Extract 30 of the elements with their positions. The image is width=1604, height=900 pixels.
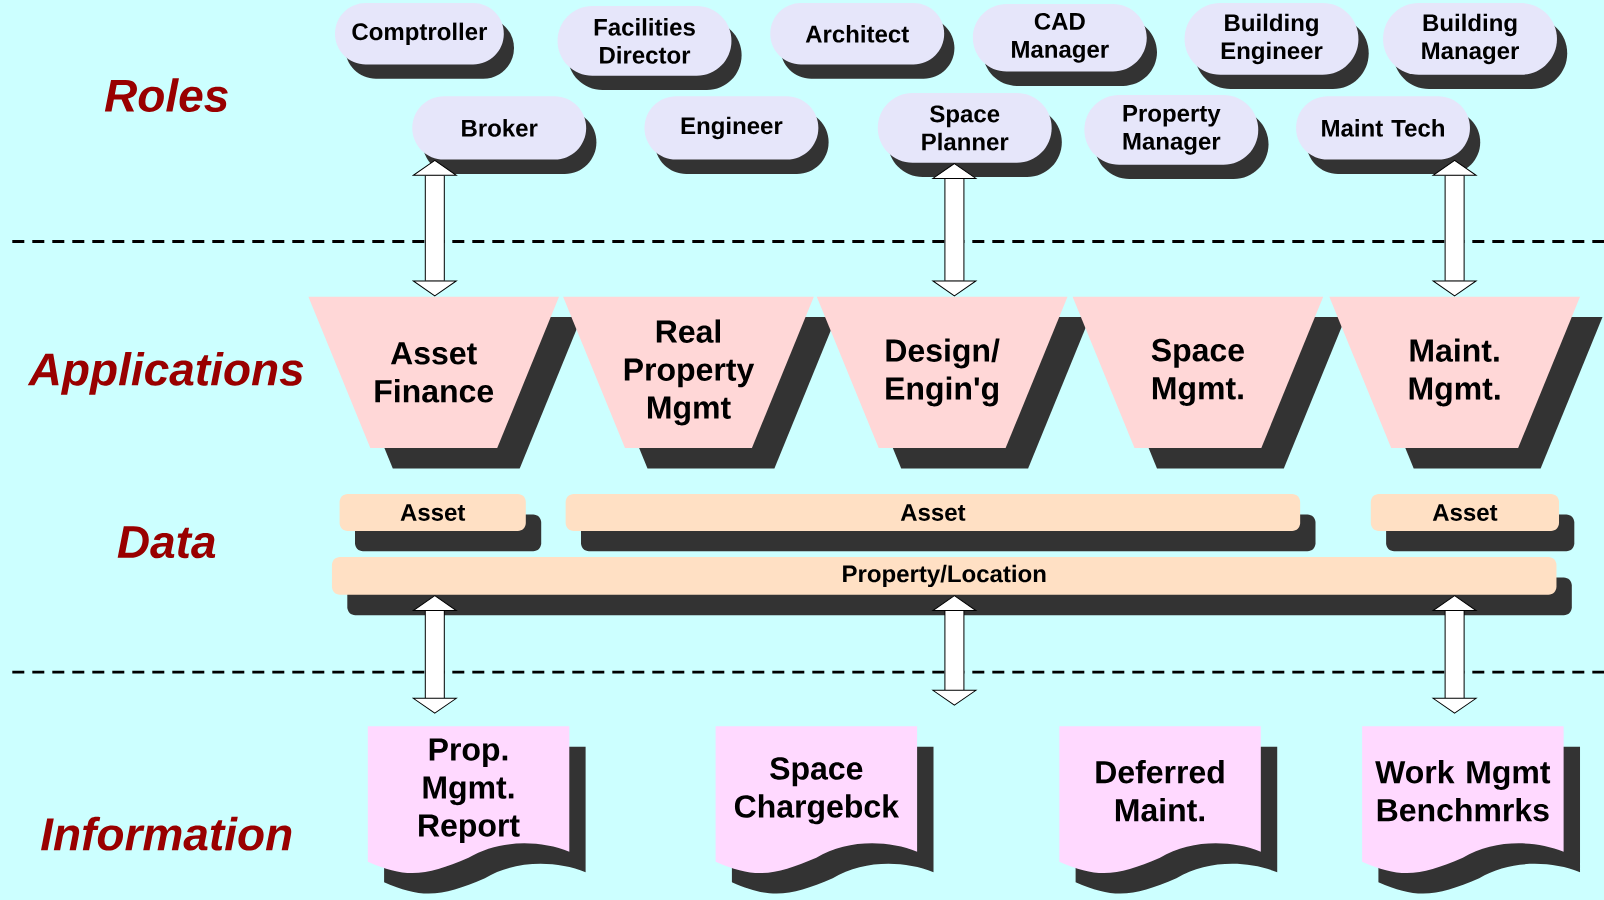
double-arrow [412,159,457,297]
data-bar: Property/Location [331,557,1572,616]
application-trapezoid: Maint. Mgmt. [1329,296,1603,469]
layer-label: Data [117,526,216,559]
application-trapezoid: Design/ Engin'g [816,296,1090,469]
role-pill: Facilities Director [557,6,742,91]
double-arrow [412,595,457,714]
layer-label: Information [41,816,292,851]
data-bar: Asset [339,494,542,552]
application-trapezoid: Asset Finance [308,296,582,469]
double-arrow [1432,595,1477,714]
role-pill: Broker [412,96,597,174]
double-arrow [932,163,977,297]
role-pill: Maint Tech [1296,96,1481,174]
role-pill: Engineer [644,96,829,174]
layer-label: Applications [27,351,304,395]
data-bar: Asset [565,494,1316,552]
double-arrow [1432,159,1477,297]
role-pill: Architect [770,3,955,79]
data-bar: Asset [1370,494,1575,552]
application-trapezoid: Space Mgmt. [1072,296,1346,469]
application-trapezoid: Real Property Mgmt [563,296,837,469]
role-pill: CAD Manager [972,4,1157,86]
role-pill: Comptroller [335,3,514,79]
double-arrow [932,595,977,706]
layer-label: Roles [104,78,228,112]
role-pill: Space Planner [877,93,1062,177]
role-pill: Building Manager [1383,3,1568,89]
role-pill: Property Manager [1084,95,1269,180]
role-pill: Building Engineer [1184,3,1369,89]
